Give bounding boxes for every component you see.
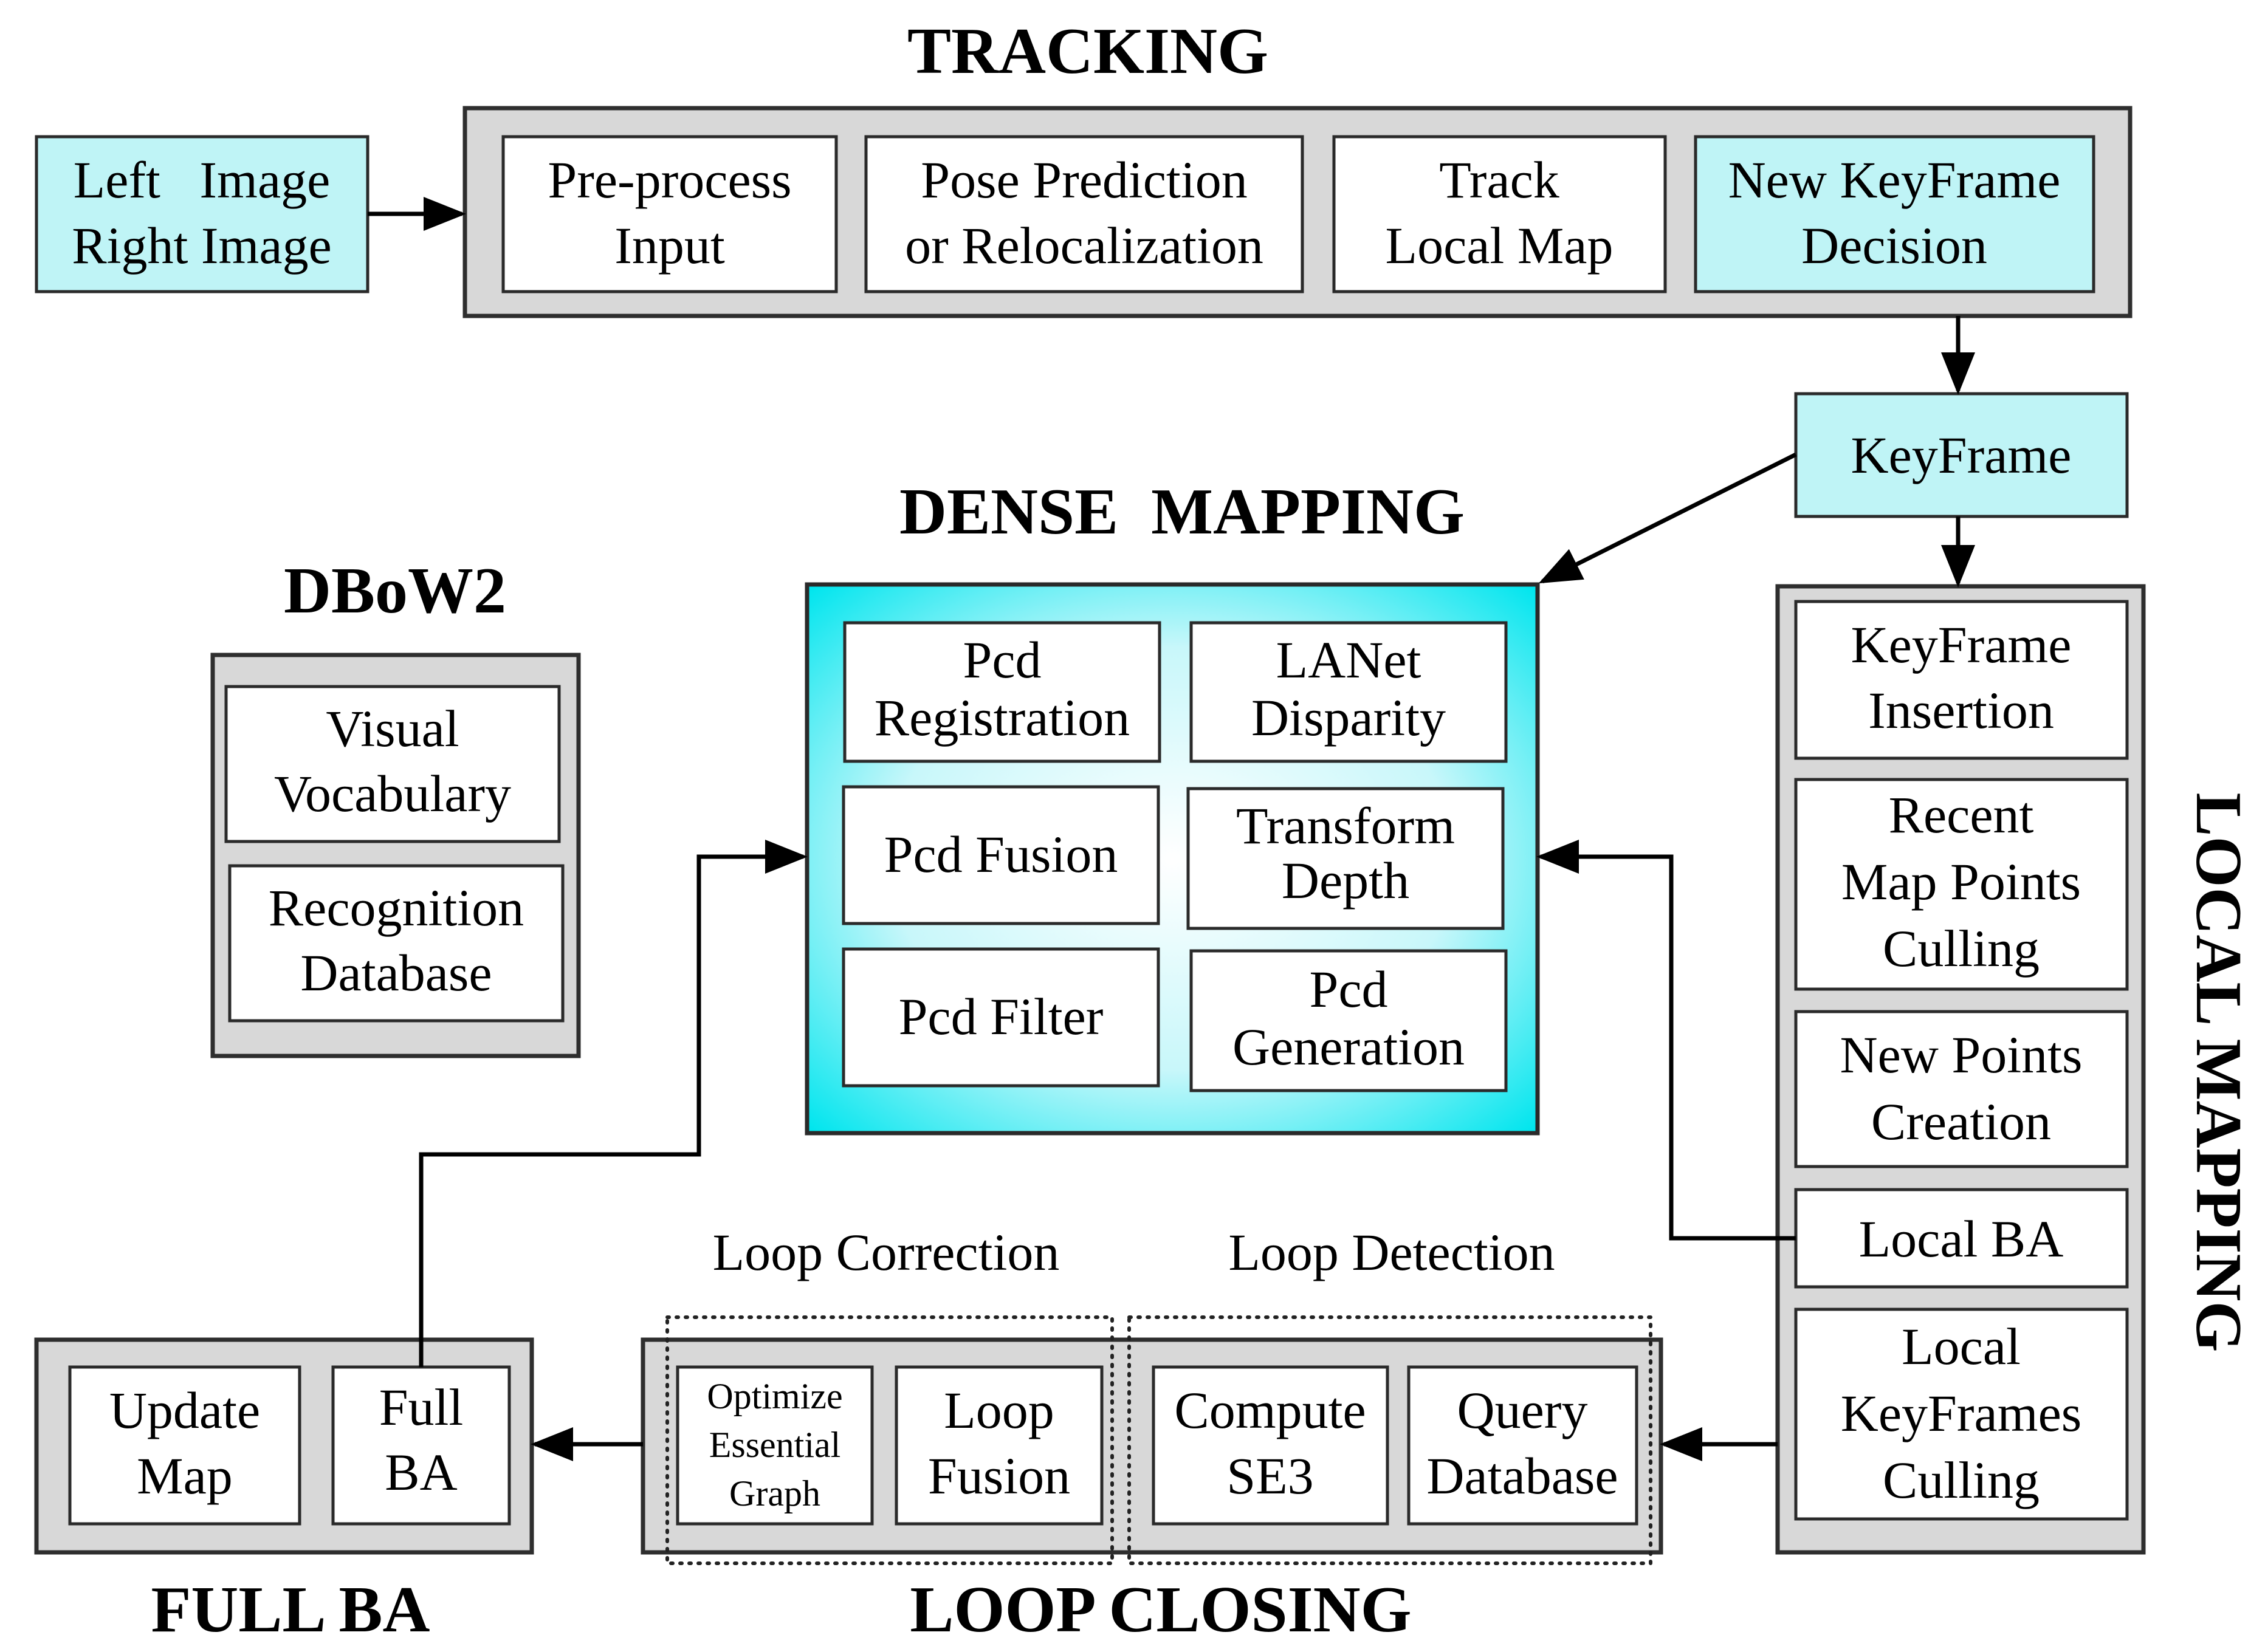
update-map-box: Update Map [68,1365,301,1526]
se3-line2: SE3 [1226,1447,1313,1505]
track-line1: Track [1439,151,1559,209]
track-line2: Local Map [1386,216,1614,275]
newpoints-line2: Creation [1871,1092,2051,1151]
loop-correction-label: Loop Correction [713,1223,1060,1281]
query-line2: Database [1426,1447,1618,1505]
dbow2-title: DBoW2 [284,555,506,627]
pose-line1: Pose Prediction [921,151,1247,209]
loop-closing-title: LOOP CLOSING [910,1574,1411,1646]
culling-line2: Map Points [1841,852,2081,911]
pcd-fusion-box: Pcd Fusion [842,785,1160,925]
local-ba-box: Local BA [1794,1188,2129,1289]
generation-line2: Generation [1232,1018,1465,1076]
pcd-fusion-label: Pcd Fusion [884,825,1118,883]
optimize-line2: Essential [709,1425,841,1465]
culling-line1: Recent [1889,786,2034,844]
transform-line2: Depth [1282,851,1409,910]
newpoints-line1: New Points [1840,1026,2083,1084]
transform-depth-box: Transform Depth [1186,787,1505,930]
lanet-line1: LANet [1276,631,1421,689]
compute-se3-box: Compute SE3 [1152,1365,1389,1526]
local-ba-label: Local BA [1859,1210,2064,1268]
loop-correction-region [665,1315,1114,1565]
loop-fusion-line1: Loop [944,1381,1054,1439]
pcd-filter-box: Pcd Filter [842,947,1160,1088]
keyframe-label: KeyFrame [1851,426,2072,484]
full-line2: BA [385,1443,457,1501]
visual-vocabulary-box: Visual Vocabulary [224,685,561,843]
loop-detection-label: Loop Detection [1228,1223,1555,1281]
pose-prediction-box: Pose Prediction or Relocalization [864,135,1304,293]
track-local-map-box: Track Local Map [1332,135,1667,293]
loop-fusion-line2: Fusion [928,1447,1070,1505]
recognition-database-box: Recognition Database [228,864,565,1023]
kfculling-line1: Local [1902,1317,2021,1376]
recog-line1: Recognition [269,879,524,937]
right-image-label: Right Image [72,216,332,275]
registration-line2: Registration [875,688,1130,747]
full-ba-title: FULL BA [151,1574,430,1646]
query-line1: Query [1457,1381,1588,1439]
kfculling-line2: KeyFrames [1841,1384,2081,1442]
left-image-label: Left Image [74,151,331,209]
registration-line1: Pcd [963,631,1042,689]
generation-line1: Pcd [1310,960,1388,1018]
keyframe-insertion-box: KeyFrame Insertion [1794,600,2129,760]
lanet-line2: Disparity [1251,688,1446,747]
local-ba-to-dense-arrow [1536,840,1796,1241]
keyframe-box: KeyFrame [1794,392,2129,518]
query-database-box: Query Database [1407,1365,1638,1526]
new-keyframe-decision-box: New KeyFrame Decision [1694,135,2095,293]
loop-detection-region [1127,1315,1652,1565]
optimize-essential-graph-box: Optimize Essential Graph [676,1365,874,1526]
transform-line1: Transform [1236,797,1455,855]
optimize-line1: Optimize [707,1376,842,1416]
insertion-line1: KeyFrame [1851,615,2072,674]
optimize-line3: Graph [729,1473,820,1513]
pose-line2: or Relocalization [905,216,1263,275]
new-points-creation-box: New Points Creation [1794,1010,2129,1168]
update-line1: Update [109,1381,260,1439]
pcd-registration-box: Pcd Registration [843,621,1161,763]
preprocess-input-box: Pre-process Input [501,135,838,293]
kfculling-line3: Culling [1883,1451,2040,1509]
pcd-filter-label: Pcd Filter [899,987,1104,1046]
se3-line1: Compute [1174,1381,1366,1439]
input-images-box: Left Image Right Image [35,135,369,293]
preprocess-line1: Pre-process [548,151,791,209]
tracking-title: TRACKING [907,15,1268,87]
vocab-line2: Vocabulary [274,764,511,823]
culling-line3: Culling [1883,919,2040,978]
insertion-line2: Insertion [1868,681,2054,739]
fullba-to-dense-arrow [419,840,808,1367]
loop-fusion-box: Loop Fusion [895,1365,1104,1526]
newkf-line1: New KeyFrame [1728,151,2061,209]
pcd-generation-box: Pcd Generation [1189,949,1508,1092]
recent-map-points-culling-box: Recent Map Points Culling [1794,778,2129,991]
keyframe-to-dense-arrow [1538,452,1797,584]
vocab-line1: Visual [326,699,459,758]
full-ba-box: Full BA [331,1365,511,1526]
local-keyframes-culling-box: Local KeyFrames Culling [1794,1308,2129,1521]
lanet-disparity-box: LANet Disparity [1189,621,1508,763]
local-mapping-title: LOCAL MAPPING [2182,792,2255,1352]
recog-line2: Database [300,944,492,1002]
full-line1: Full [379,1378,464,1436]
preprocess-line2: Input [614,216,725,275]
newkf-line2: Decision [1801,216,1987,275]
update-line2: Map [137,1447,233,1505]
dense-mapping-title: DENSE MAPPING [899,476,1465,548]
